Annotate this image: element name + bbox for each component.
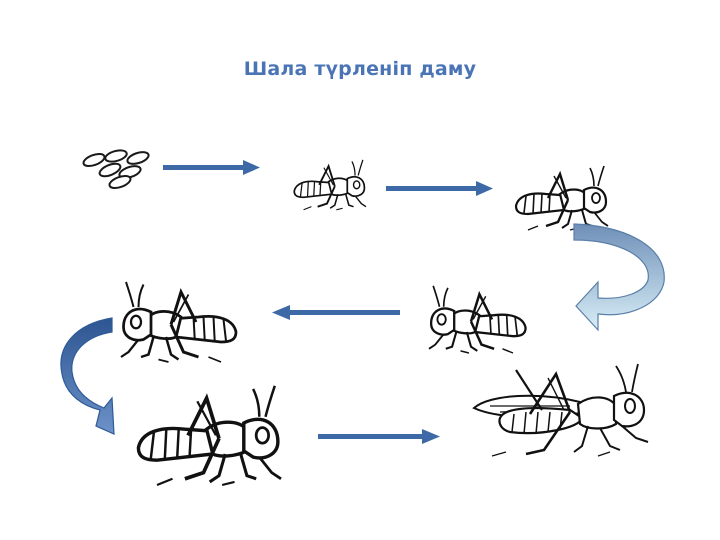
grasshopper-nymph-icon	[427, 284, 527, 355]
arrow-right-icon	[318, 429, 440, 444]
grasshopper-nymph-icon	[514, 164, 610, 232]
curved-arrow-down-right-icon	[60, 317, 115, 435]
grasshopper-nymph-icon	[293, 158, 367, 211]
arrow-right-icon	[386, 181, 493, 196]
grasshopper-nymph-icon	[136, 383, 283, 487]
arrow-left-icon	[272, 305, 400, 320]
curved-arrow-down-left-icon	[573, 223, 665, 332]
grasshopper-adult-icon	[472, 363, 649, 457]
slide-title: Шала түрленіп даму	[243, 58, 477, 80]
grasshopper-nymph-icon	[119, 280, 238, 364]
arrow-right-icon	[163, 160, 260, 175]
egg-cluster-icon	[82, 149, 150, 190]
